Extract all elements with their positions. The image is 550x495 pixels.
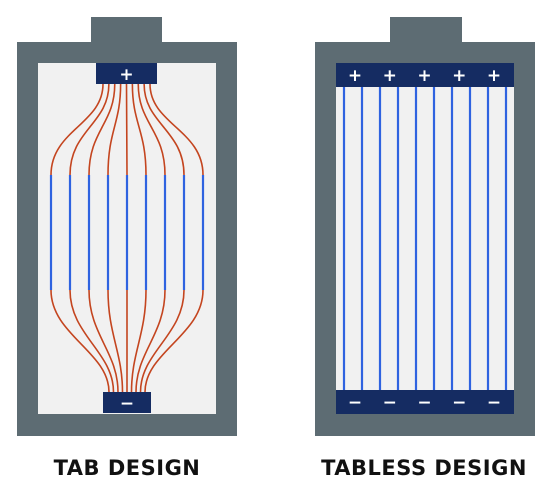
tableless-negative-sign: − bbox=[383, 393, 397, 413]
tab-electrode-lower-lead bbox=[139, 289, 185, 393]
tab-electrode-lower-lead bbox=[88, 289, 119, 393]
tableless-battery-interior bbox=[336, 63, 514, 414]
tab-design-caption: TAB DESIGN bbox=[54, 456, 201, 480]
tableless-positive-sign: + bbox=[452, 66, 466, 86]
tab-electrode-lower-lead bbox=[130, 289, 147, 393]
tableless-positive-sign: + bbox=[417, 66, 431, 86]
tab-negative-sign: − bbox=[120, 394, 134, 414]
tableless-positive-signs: + + + + + bbox=[348, 66, 501, 86]
tableless-electrode-group bbox=[342, 87, 508, 390]
tab-negative-terminal bbox=[103, 392, 151, 413]
tab-electrode-lower-lead bbox=[69, 289, 115, 393]
tableless-negative-sign: − bbox=[487, 393, 501, 413]
tab-electrode-upper-lead bbox=[107, 83, 122, 176]
tab-electrode-upper-lead bbox=[137, 83, 166, 176]
tableless-positive-sign: + bbox=[348, 66, 362, 86]
tableless-negative-signs: −−−−− bbox=[348, 393, 501, 413]
tableless-positive-terminal bbox=[336, 63, 514, 87]
tab-electrode-lower-lead bbox=[107, 289, 124, 393]
tableless-positive-sign: + bbox=[383, 66, 397, 86]
tab-electrode-lower-lead bbox=[50, 289, 110, 393]
tab-electrode-upper-lead bbox=[88, 83, 116, 176]
tab-electrode-upper-lead bbox=[149, 83, 204, 176]
tab-electrode-upper-lead bbox=[143, 83, 185, 176]
tab-electrode-group bbox=[49, 83, 205, 393]
tab-electrode-upper-lead bbox=[50, 83, 104, 176]
tab-positive-sign: + bbox=[119, 65, 133, 85]
tab-electrode-upper-lead bbox=[131, 83, 147, 176]
tableless-design-battery: +++++ −−−−− bbox=[315, 17, 535, 436]
tab-electrode-upper-lead bbox=[125, 83, 128, 176]
tableless-positive-sign: + bbox=[487, 66, 501, 86]
tab-electrode-upper-lead bbox=[69, 83, 110, 176]
tab-electrode-lower-lead bbox=[144, 289, 204, 393]
tableless-negative-sign: − bbox=[348, 393, 362, 413]
tableless-negative-sign: − bbox=[452, 393, 466, 413]
tableless-design-caption: TABLESS DESIGN bbox=[321, 456, 527, 480]
tab-electrode-lower-lead bbox=[135, 289, 166, 393]
tableless-negative-sign: − bbox=[417, 393, 431, 413]
tab-design-battery: + − bbox=[17, 17, 237, 436]
tableless-negative-terminal bbox=[336, 390, 514, 414]
tab-positive-terminal bbox=[96, 63, 157, 84]
